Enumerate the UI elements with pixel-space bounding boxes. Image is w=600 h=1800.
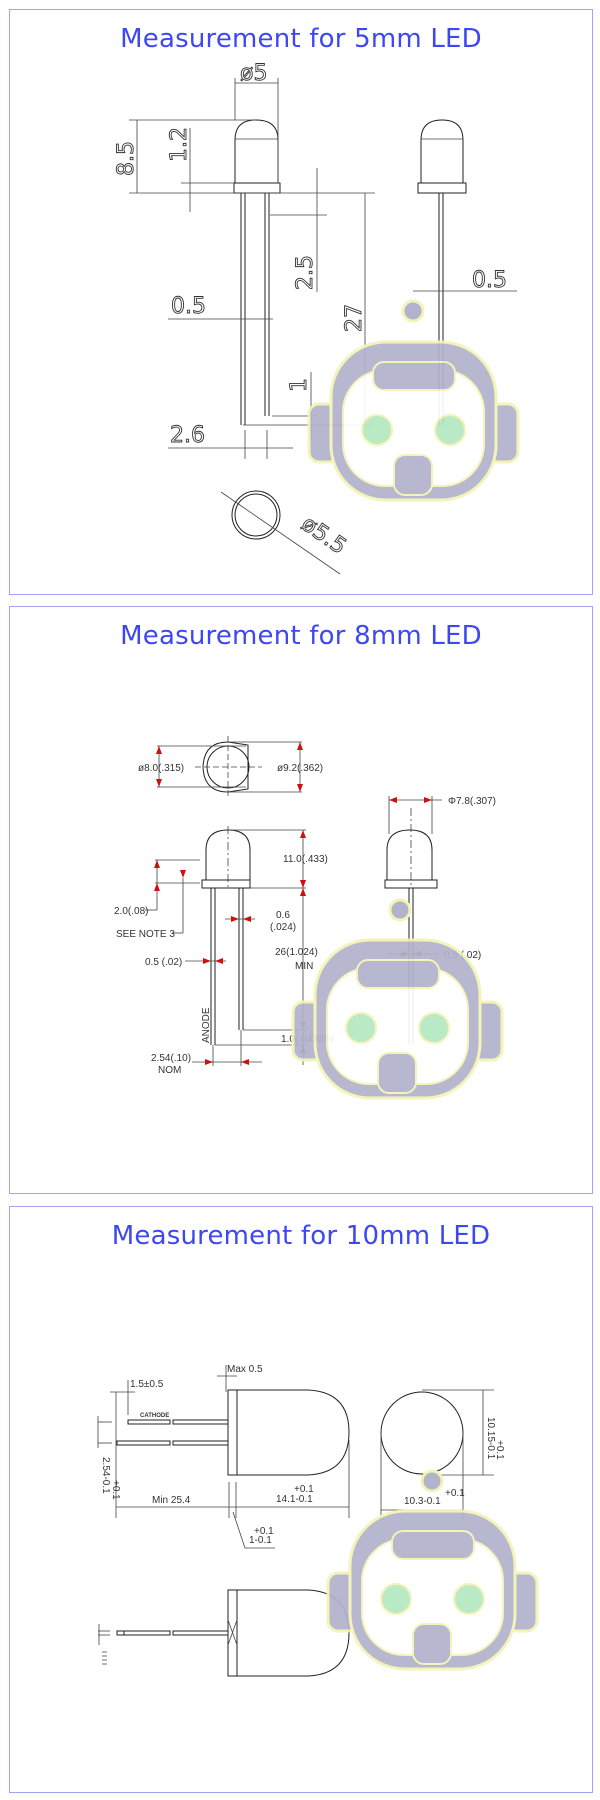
watermark-antenna-icon: [388, 898, 412, 922]
dim-flange-thickness: 1-0.1: [249, 1535, 272, 1546]
dim-pitch: 2.6: [170, 423, 205, 448]
dim-diameter: ø5: [240, 61, 267, 86]
dim-1-2: 1.2: [167, 127, 192, 162]
watermark-antenna-icon: [401, 299, 425, 323]
watermark-robot-icon: [291, 938, 504, 1100]
led-body: [234, 119, 279, 183]
panel-title: Measurement for 8mm LED: [120, 621, 482, 651]
dim-lead-length: 26(1.024): [275, 947, 318, 958]
dim-lead-length-min: MIN: [295, 961, 313, 972]
panel-10mm: Measurement for 10mm LED: [9, 1206, 593, 1793]
dim-1: 1: [287, 378, 312, 392]
panel-5mm: Measurement for 5mm LED: [9, 9, 593, 595]
note-label: SEE NOTE 3: [116, 929, 175, 940]
dim-body-length-tolerance: +0.1: [294, 1484, 314, 1495]
dim-27: 27: [342, 304, 367, 332]
dim-pitch: 2.54(.10): [151, 1053, 191, 1064]
dim-lead-width: 0.5 (.02): [145, 957, 182, 968]
panel-8mm: Measurement for 8mm LED: [9, 606, 593, 1194]
dim-diameter: 10.3-0.1: [404, 1496, 441, 1507]
dim-height-8-5: 8.5: [114, 141, 139, 176]
watermark-robot-icon: [326, 1509, 539, 1671]
watermark-robot-icon: [307, 340, 520, 502]
dim-lead-width-right: 0.5: [472, 268, 507, 293]
dim-body-diameter: Φ7.8(.307): [448, 796, 496, 807]
dim-0-6: 0.6: [276, 910, 290, 921]
dim-body-length: 14.1-0.1: [276, 1494, 313, 1505]
dim-height: 10.15-0.1: [485, 1417, 496, 1460]
led-10mm-drawing: Max 0.5 1.5±0.5 CATHODE 2.54-0.1 +0.1 Mi…: [97, 1364, 505, 1677]
dim-flange-tolerance: +0.1: [254, 1526, 274, 1537]
led-flange: [233, 182, 281, 194]
dim-height-tolerance: +0.1: [494, 1440, 505, 1460]
dim-flange-diameter: ø5.5: [297, 511, 351, 559]
dim-lead-width: 0.5: [171, 294, 206, 319]
led-leads: [240, 193, 270, 425]
dim-min-lead-length: Min 25.4: [152, 1495, 191, 1506]
panel-title: Measurement for 5mm LED: [120, 24, 482, 54]
cathode-label: CATHODE: [140, 1413, 169, 1419]
illegible-dimension-mark: [102, 1651, 107, 1665]
dim-1-5: 1.5±0.5: [130, 1379, 164, 1390]
anode-label: ANODE: [201, 1007, 212, 1043]
dim-height: 11.0(.433): [283, 854, 328, 865]
dim-0-6-inch: (.024): [270, 922, 296, 933]
dim-pitch: 2.54-0.1: [100, 1457, 111, 1494]
dim-2-5: 2.5: [293, 255, 318, 290]
dim-max-0-5: Max 0.5: [227, 1364, 263, 1375]
dim-flange-height: 2.0(.08): [114, 906, 148, 917]
led-8mm-drawing: ø8.0(.315) ø9.2(.362) Φ7.8(.307) 11.0(.4…: [114, 736, 496, 1076]
dim-pitch-tolerance: +0.1: [110, 1480, 121, 1500]
dim-flange-diameter: ø9.2(.362): [277, 763, 323, 774]
dim-diameter-tolerance: +0.1: [445, 1488, 465, 1499]
panel-title: Measurement for 10mm LED: [111, 1221, 491, 1251]
dim-8mm-dome-diameter: ø8.0(.315): [138, 763, 184, 774]
watermark-antenna-icon: [420, 1469, 444, 1493]
dim-pitch-nom: NOM: [158, 1065, 181, 1076]
